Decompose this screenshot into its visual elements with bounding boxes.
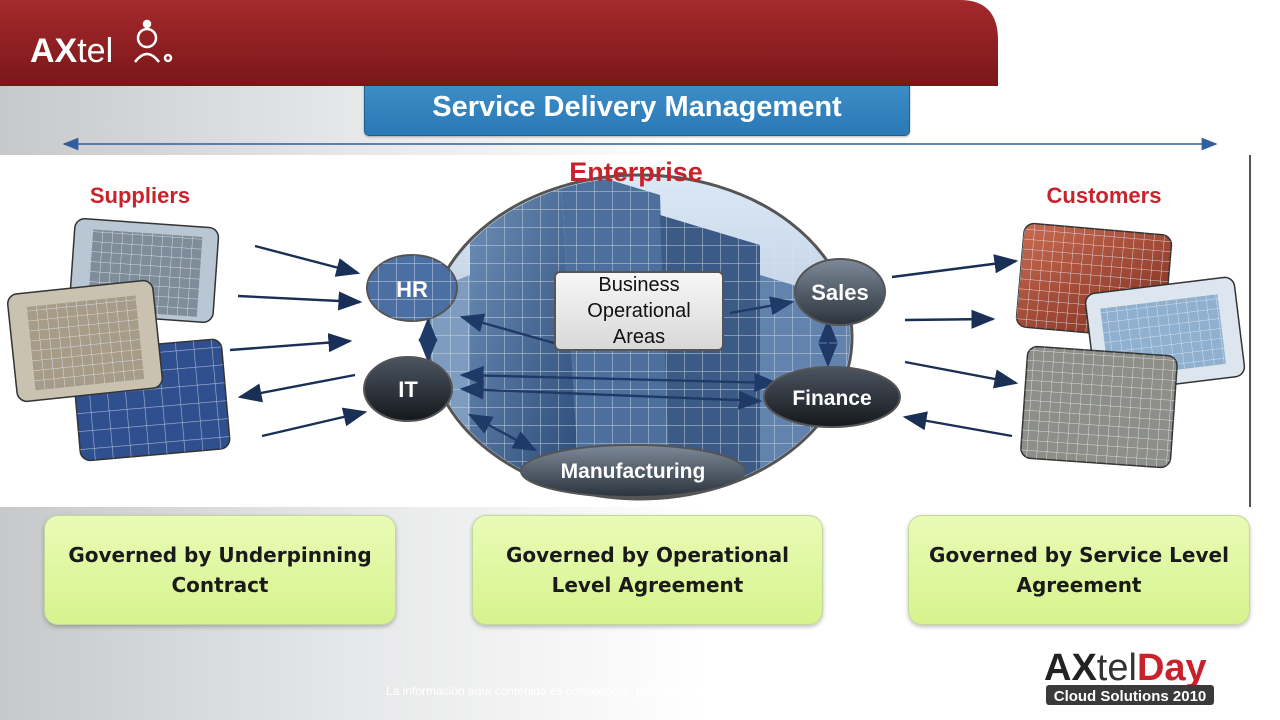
internal-arrows xyxy=(418,296,838,452)
footer-disclaimer: La información aquí contenida es confide… xyxy=(386,684,959,698)
it-node: IT xyxy=(363,356,453,422)
footer-bar: AXtel xyxy=(0,0,998,86)
bubble-2-line-2: Level Agreement xyxy=(551,573,744,597)
customer-building-photo-3 xyxy=(1020,345,1178,469)
underpinning-contract-bubble: Governed by Underpinning Contract xyxy=(44,515,396,625)
svg-text:AXtelDay: AXtelDay xyxy=(1044,647,1207,689)
event-subtitle: Cloud Solutions 2010 xyxy=(1054,688,1207,705)
boa-line-3: Areas xyxy=(612,326,666,348)
diagram-right-border xyxy=(1249,155,1251,507)
sales-label: Sales xyxy=(811,280,869,305)
finance-node: Finance xyxy=(763,366,901,428)
double-arrow-line xyxy=(62,137,1218,151)
bubble-3-line-1: Governed by Service Level xyxy=(929,543,1229,567)
manufacturing-node: Manufacturing xyxy=(520,444,746,498)
finance-label: Finance xyxy=(792,387,871,410)
service-level-agreement-bubble: Governed by Service Level Agreement xyxy=(908,515,1250,625)
hr-node: HR xyxy=(366,254,458,322)
supplier-arrows xyxy=(229,244,368,438)
suppliers-label: Suppliers xyxy=(90,183,190,208)
sales-node: Sales xyxy=(794,258,886,326)
service-delivery-management-box: Service Delivery Management xyxy=(364,78,910,136)
boa-line-2: Operational xyxy=(587,300,691,322)
bubble-2-line-1: Governed by Operational xyxy=(505,543,789,567)
axtel-mascot-icon xyxy=(134,19,173,63)
supplier-building-photo-2 xyxy=(6,279,164,403)
customer-arrows xyxy=(891,254,1019,438)
hr-label: HR xyxy=(396,277,428,302)
manufacturing-label: Manufacturing xyxy=(561,460,706,483)
bubble-1-line-1: Governed by Underpinning xyxy=(68,543,372,567)
bubble-3-line-2: Agreement xyxy=(1016,573,1142,597)
business-operational-areas-box: Business Operational Areas xyxy=(554,271,724,351)
customers-label: Customers xyxy=(1047,183,1162,208)
bubble-1-line-2: Contract xyxy=(171,573,269,597)
axtel-brand-logo: AXtel xyxy=(30,32,113,70)
axtelday-event-logo: AXtelDay Cloud Solutions 2010 xyxy=(1044,647,1214,705)
boa-line-1: Business xyxy=(598,274,680,296)
operational-level-agreement-bubble: Governed by Operational Level Agreement xyxy=(472,515,823,625)
enterprise-label: Enterprise xyxy=(569,157,703,187)
it-label: IT xyxy=(398,377,418,402)
